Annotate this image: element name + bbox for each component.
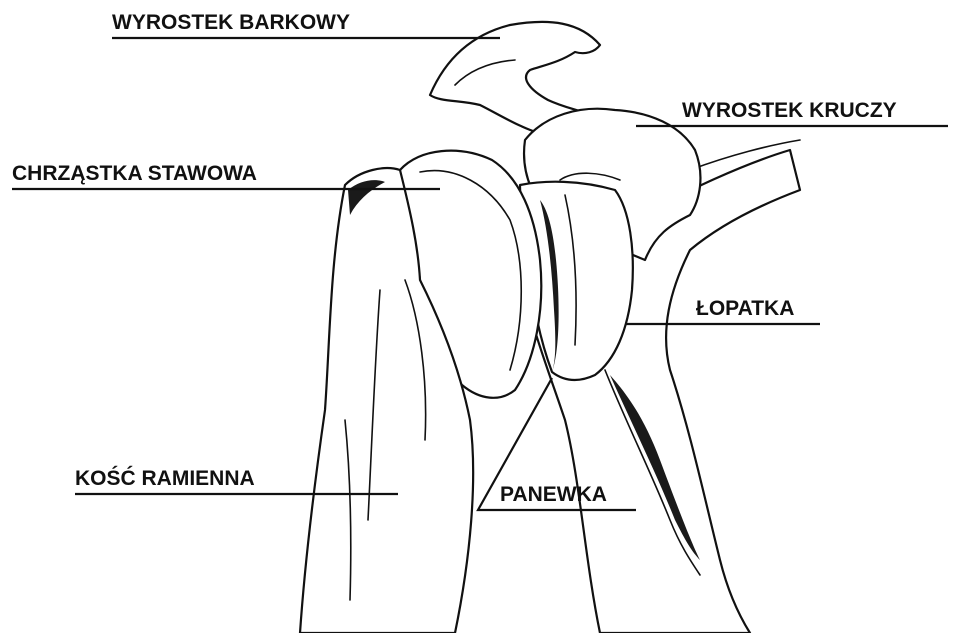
label-scapula: ŁOPATKA bbox=[696, 297, 794, 320]
label-acromion: WYROSTEK BARKOWY bbox=[112, 11, 350, 34]
label-humerus: KOŚĆ RAMIENNA bbox=[75, 466, 255, 490]
label-glenoid: PANEWKA bbox=[500, 483, 607, 506]
label-coracoid: WYROSTEK KRUCZY bbox=[682, 99, 897, 122]
label-cartilage: CHRZĄSTKA STAWOWA bbox=[12, 162, 257, 185]
